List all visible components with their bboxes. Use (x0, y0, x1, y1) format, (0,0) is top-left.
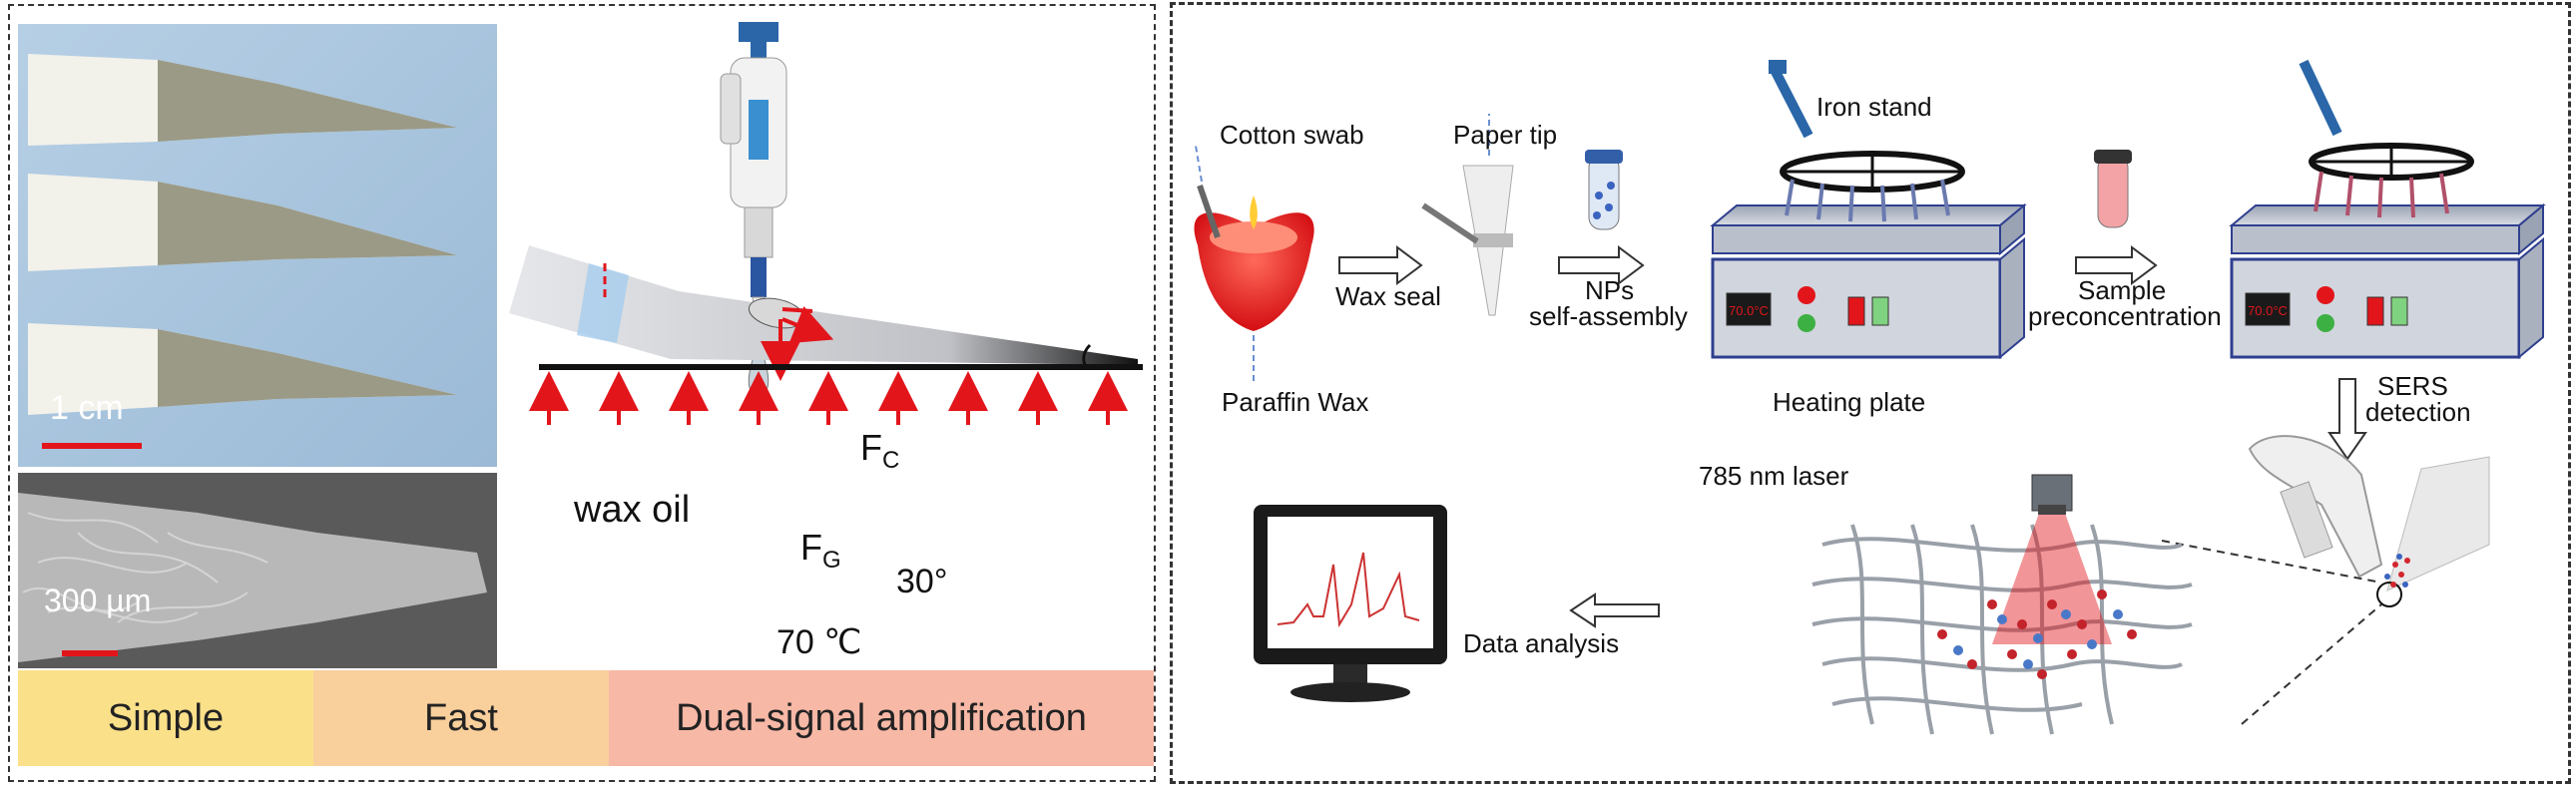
scale-label-300um: 300 µm (44, 583, 152, 618)
sem-photo: 300 µm (18, 473, 497, 668)
svg-text:70.0°C: 70.0°C (2248, 303, 2288, 318)
iron-stand-2 (2299, 59, 2474, 218)
strip-fast: Fast (313, 670, 609, 766)
heating-plate-1: 70.0°C (1710, 202, 2027, 360)
raman-spectrometer-icon (2248, 435, 2490, 607)
paper-tip-icon (1421, 114, 1514, 316)
paraffin-label: Paraffin Wax (1222, 387, 1369, 417)
paper-tip-photo: 1 cm (18, 24, 497, 467)
workflow-arrows (1338, 245, 2367, 628)
monitor-icon (1254, 505, 1447, 702)
scale-bar-1cm (42, 443, 142, 449)
wax-oil-label: wax oil (574, 489, 691, 531)
data-analysis-label: Data analysis (1463, 628, 1620, 658)
sample-tube-icon (2094, 150, 2132, 228)
scale-label-1cm: 1 cm (50, 389, 124, 427)
cotton-swab-label: Cotton swab (1220, 120, 1364, 150)
laser-label: 785 nm laser (1699, 461, 1849, 491)
heating-plate-label: Heating plate (1773, 387, 1926, 417)
sers-label-1: SERS (2377, 371, 2448, 401)
paper-tip-photo-art (18, 24, 497, 467)
strip-simple: Simple (18, 670, 313, 766)
wax-seal-label: Wax seal (1335, 281, 1441, 311)
nps-label-1: NPs (1585, 275, 1635, 305)
paper-tip-label: Paper tip (1453, 120, 1558, 150)
tilted-paper-tip (509, 245, 1138, 365)
angle-label: 30° (896, 563, 948, 600)
scale-bar-300um (62, 650, 118, 656)
left-panel (8, 4, 1156, 782)
fc-label: FC (860, 427, 900, 475)
fg-label: FG (800, 527, 841, 575)
iron-stand-1 (1768, 60, 1965, 222)
nps-label-2: self-assembly (1529, 301, 1688, 331)
right-panel (1170, 2, 2571, 784)
candle-icon (1194, 185, 1314, 331)
workflow-schematic: 70.0°C 70.0°C (1194, 59, 2546, 735)
temperature-label: 70 ℃ (776, 623, 862, 661)
sem-photo-art (18, 473, 497, 668)
heating-plate-2: 70.0°C (2229, 202, 2546, 360)
feature-strip: Simple Fast Dual-signal amplification (18, 670, 1154, 766)
sample-label-1: Sample (2078, 275, 2167, 305)
sample-label-2: preconcentration (2028, 301, 2222, 331)
iron-stand-label: Iron stand (1816, 92, 1932, 122)
fiber-mesh-icon (1811, 474, 2193, 735)
wax-oil-schematic (509, 22, 1143, 425)
np-tube-icon (1585, 150, 1623, 230)
strip-dual: Dual-signal amplification (609, 670, 1154, 766)
svg-text:70.0°C: 70.0°C (1729, 303, 1769, 318)
heat-arrows (529, 371, 1128, 425)
fc-arrow (781, 306, 834, 344)
sers-label-2: detection (2365, 397, 2471, 427)
